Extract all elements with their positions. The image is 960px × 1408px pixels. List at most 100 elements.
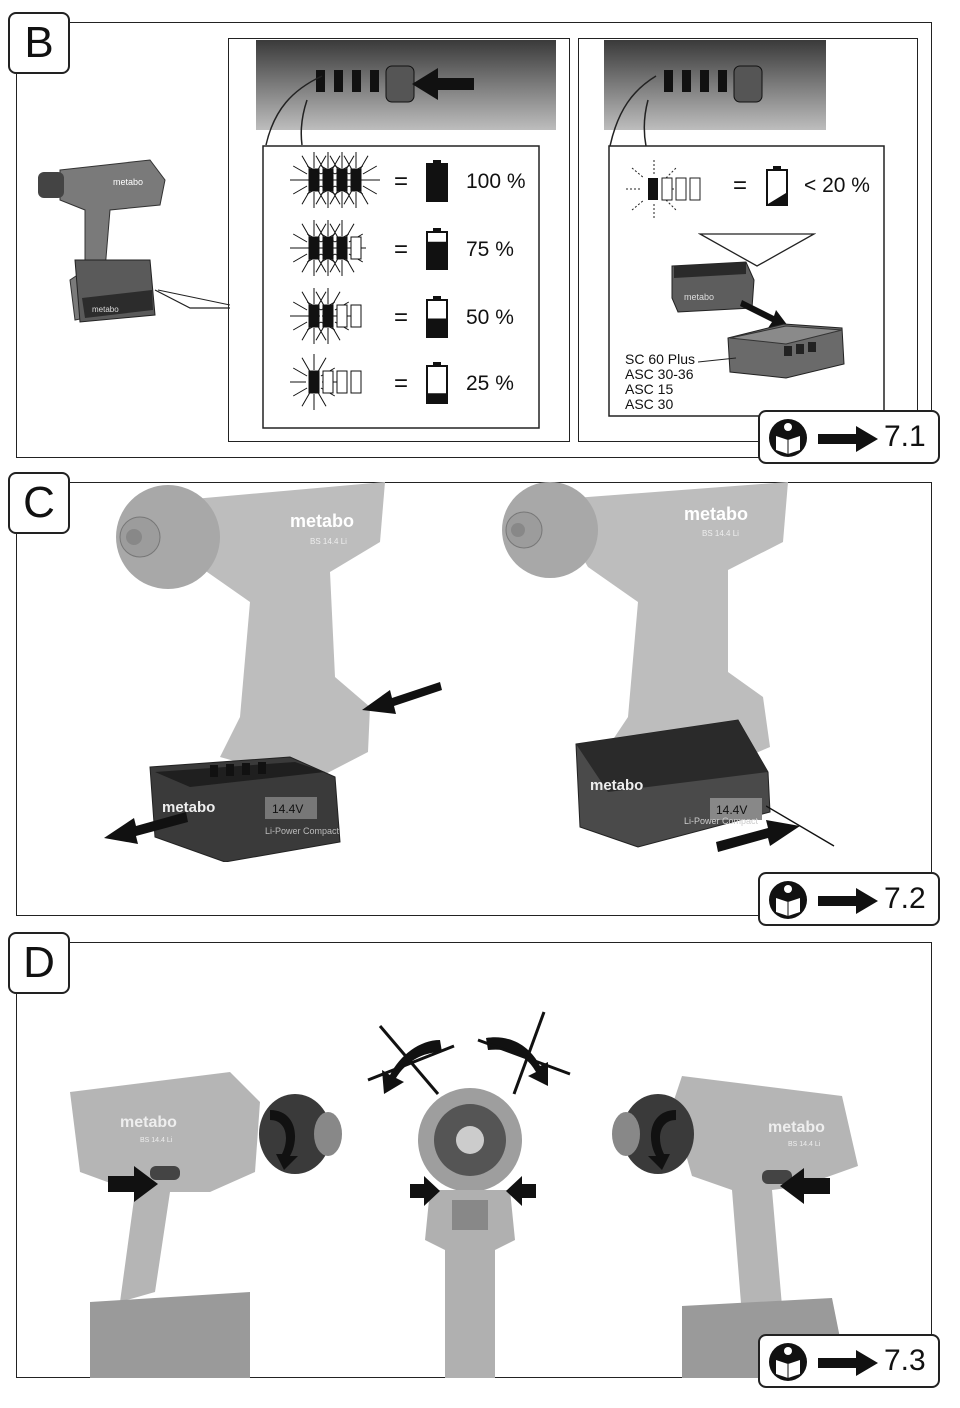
- battery-level-panel: [228, 38, 570, 442]
- battery-voltage-c-right: 14.4V: [716, 803, 747, 817]
- manual-reference-b: 7.1: [758, 410, 940, 464]
- reference-number: 7.3: [884, 1344, 926, 1377]
- led-indicator-group: [290, 220, 366, 276]
- section-c-label: C: [8, 472, 70, 534]
- led-off: [336, 370, 348, 394]
- press-arrow-right-icon: [780, 1168, 830, 1204]
- drill-battery-removal-photo: metabo BS 14.4 Li metabo 14.4V Li-Power …: [116, 482, 385, 862]
- down-arrow-icon: [698, 233, 816, 267]
- battery-brand: metabo: [684, 292, 714, 302]
- level-equals: =: [394, 168, 409, 195]
- drill-brand-d-right: metabo: [768, 1119, 825, 1136]
- charging-panel: [578, 38, 918, 442]
- drill-model-c-right: BS 14.4 Li: [702, 529, 739, 538]
- crossed-rotate-right-icon: [477, 1011, 571, 1095]
- battery-top-photo-right: [604, 40, 826, 130]
- led-lit: [336, 236, 348, 260]
- callout-line: [154, 289, 230, 309]
- read-manual-icon: [769, 1343, 807, 1381]
- drill-model-c-left: BS 14.4 Li: [310, 537, 347, 546]
- led-indicator-group: [290, 354, 362, 410]
- led-off: [322, 370, 334, 394]
- drill-thumb-brand-top: metabo: [113, 177, 143, 187]
- drill-thumbnail: metabo metabo: [38, 159, 230, 323]
- press-arrow-left-icon: [108, 1166, 158, 1202]
- section-b-label: B: [8, 12, 70, 74]
- level-equals: =: [394, 370, 409, 397]
- drill-brand-d-left: metabo: [120, 1114, 177, 1131]
- led-off: [350, 370, 362, 394]
- section-c-frame: [16, 482, 932, 916]
- low-level-equals: =: [733, 172, 748, 199]
- led-off: [336, 304, 348, 328]
- right-arrow-icon: [818, 1350, 878, 1376]
- manual-reference-c: 7.2: [758, 872, 940, 926]
- compatible-chargers-list: SC 60 Plus ASC 30-36 ASC 15 ASC 30: [625, 352, 695, 412]
- led-lit: [308, 370, 320, 394]
- rotate-chuck-arrow-icon: [270, 1110, 298, 1170]
- battery-leader-line: [766, 805, 835, 847]
- press-arrow-center-left-icon: [410, 1176, 440, 1206]
- battery-level-icon: [426, 362, 448, 404]
- led-indicator-group: [290, 152, 380, 208]
- charger-item: ASC 15: [625, 381, 674, 397]
- charger-illustration: [727, 323, 845, 379]
- level-percent-text: 75 %: [466, 238, 514, 261]
- press-arrow-icon: [412, 68, 474, 100]
- charger-item: ASC 30: [625, 396, 674, 412]
- led-off: [350, 304, 362, 328]
- charger-leader-line: [698, 357, 737, 363]
- level-equals: =: [394, 304, 409, 331]
- battery-level-icon: [426, 296, 448, 338]
- section-b-frame: [16, 22, 932, 458]
- battery-low-icon: [766, 166, 788, 206]
- level-percent-text: 25 %: [466, 372, 514, 395]
- right-arrow-icon: [818, 888, 878, 914]
- charger-item: SC 60 Plus: [625, 351, 696, 367]
- battery-fill: [428, 241, 446, 268]
- led-lit: [322, 304, 334, 328]
- level-percent-text: 100 %: [466, 170, 526, 193]
- release-arrow-icon: [362, 682, 442, 714]
- level-equals: =: [394, 236, 409, 263]
- drill-brand-c-left: metabo: [290, 511, 354, 531]
- pull-out-arrow-icon: [104, 812, 188, 844]
- drill-model-d-left: BS 14.4 Li: [140, 1137, 173, 1144]
- battery-series-c-left: Li-Power Compact: [265, 826, 340, 836]
- led-off: [350, 236, 362, 260]
- battery-level-icon: [426, 228, 448, 270]
- reference-number: 7.2: [884, 882, 926, 915]
- battery-level-icon: [426, 160, 448, 202]
- battery-brand-c-left: metabo: [162, 799, 215, 816]
- read-manual-icon: [769, 419, 807, 457]
- led-indicator-group: [290, 288, 362, 344]
- battery-voltage-c-left: 14.4V: [272, 802, 303, 816]
- battery-fill: [428, 318, 446, 336]
- level-percent-text: 50 %: [466, 306, 514, 329]
- drill-brand-c-right: metabo: [684, 504, 748, 524]
- low-level-text: < 20 %: [804, 174, 870, 197]
- section-d-label: D: [8, 932, 70, 994]
- battery-fill: [428, 393, 446, 402]
- manual-reference-d: 7.3: [758, 1334, 940, 1388]
- battery-pack-illustration: metabo: [671, 261, 755, 313]
- rotate-chuck-arrow-right-icon: [648, 1110, 676, 1170]
- insert-arrow-icon: [740, 300, 788, 328]
- push-in-arrow-icon: [716, 820, 800, 852]
- battery-brand-c-right: metabo: [590, 777, 643, 794]
- reference-number: 7.1: [884, 420, 926, 453]
- press-arrow-center-right-icon: [506, 1176, 536, 1206]
- charger-item: ASC 30-36: [625, 366, 694, 382]
- crossed-rotate-left-icon: [367, 1025, 455, 1095]
- drill-battery-inserted-photo: metabo BS 14.4 Li metabo 14.4V Li-Power …: [502, 482, 788, 848]
- right-arrow-icon: [818, 426, 878, 452]
- led-lit: [350, 168, 362, 192]
- drill-side-view-left: metabo BS 14.4 Li: [70, 1072, 342, 1378]
- led-single-blinking: [626, 160, 701, 218]
- battery-series-c-right: Li-Power Compact: [684, 816, 759, 826]
- drill-model-d-right: BS 14.4 Li: [788, 1141, 821, 1148]
- read-manual-icon: [769, 881, 807, 919]
- drill-front-view: [418, 1088, 522, 1378]
- drill-thumb-brand: metabo: [92, 305, 119, 314]
- battery-fill: [428, 165, 446, 200]
